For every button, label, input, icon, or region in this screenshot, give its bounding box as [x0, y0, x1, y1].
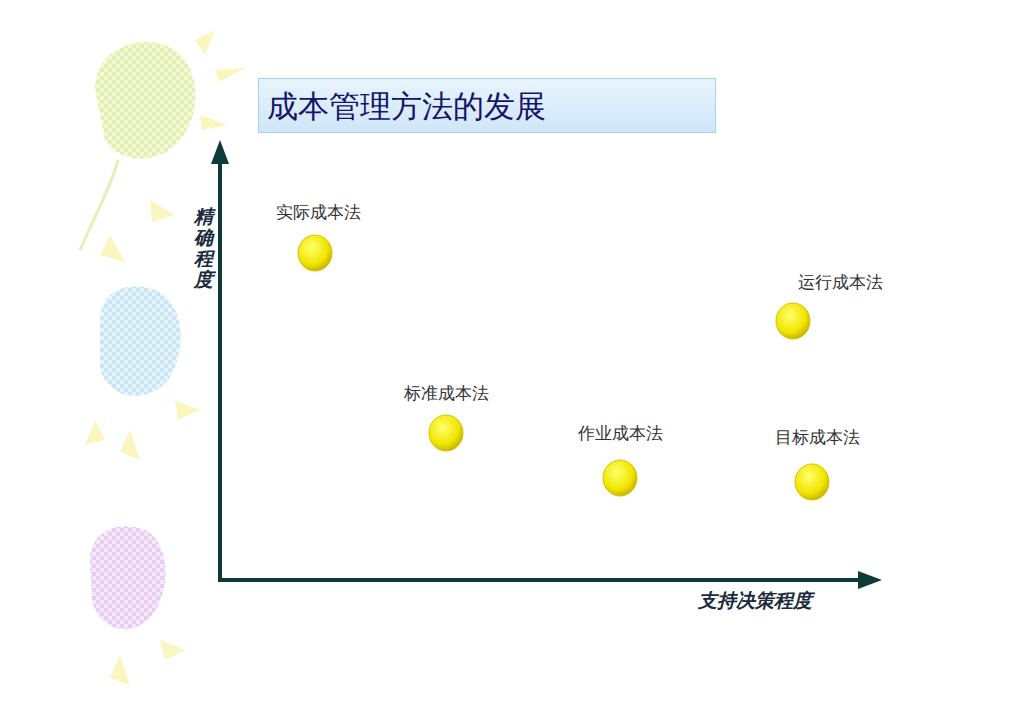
point-dot [776, 303, 810, 339]
title-box: 成本管理方法的发展 [258, 78, 716, 133]
point-dot [298, 235, 332, 271]
method-point: 标准成本法 [402, 383, 491, 403]
slide-title: 成本管理方法的发展 [259, 79, 715, 134]
y-axis-label: 精确程度 [194, 206, 213, 290]
ray-decoration [85, 30, 245, 685]
point-dot [429, 415, 463, 451]
point-marker [601, 458, 639, 498]
method-label: 运行成本法 [796, 272, 885, 292]
point-marker [793, 462, 831, 502]
point-marker [296, 233, 334, 273]
method-point: 运行成本法 [796, 272, 885, 292]
method-label: 标准成本法 [402, 383, 491, 403]
point-dot [795, 464, 829, 500]
balloon-decoration [80, 42, 196, 629]
method-label: 作业成本法 [576, 423, 665, 443]
method-label: 实际成本法 [274, 202, 363, 222]
method-label: 目标成本法 [773, 427, 862, 447]
method-point: 实际成本法 [274, 202, 363, 222]
method-point: 作业成本法 [576, 423, 665, 443]
axes [211, 140, 882, 589]
point-dot [603, 460, 637, 496]
point-marker [427, 413, 465, 453]
method-point: 目标成本法 [773, 427, 862, 447]
x-axis-label: 支持决策程度 [698, 588, 812, 614]
point-marker [774, 301, 812, 341]
